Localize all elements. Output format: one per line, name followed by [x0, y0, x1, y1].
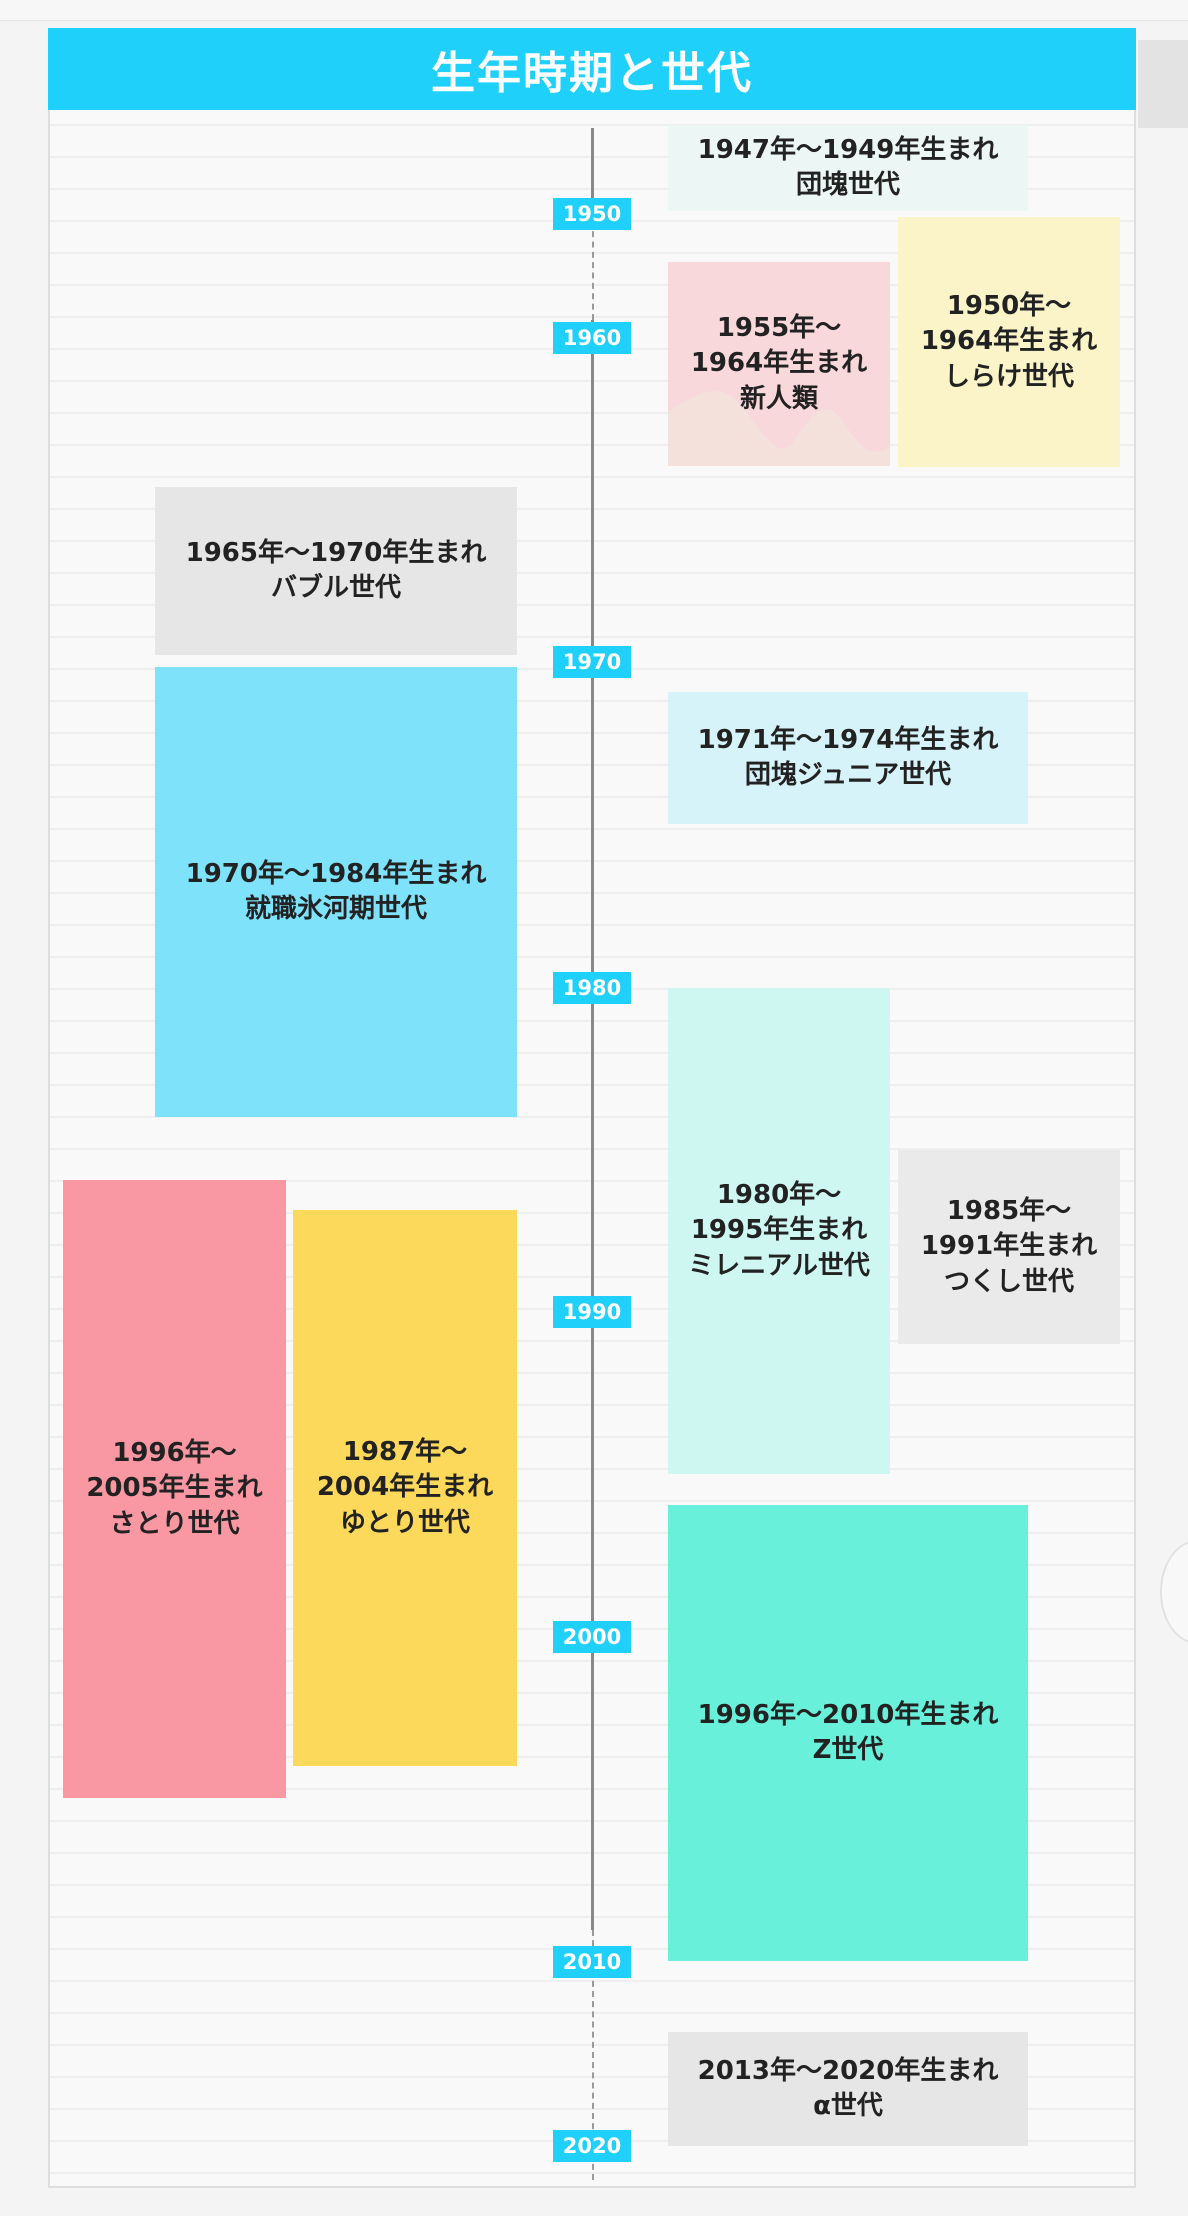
generation-box-alpha: 2013年～2020年生まれ α世代 [668, 2032, 1028, 2146]
year-marker-1990: 1990 [553, 1296, 631, 1328]
year-marker-2020: 2020 [553, 2130, 631, 2162]
generation-box-hyogaki: 1970年～1984年生まれ 就職氷河期世代 [155, 667, 517, 1117]
year-marker-1970: 1970 [553, 646, 631, 678]
generation-period-end: 2004年生まれ [316, 1472, 494, 1503]
generation-box-z: 1996年～2010年生まれ Z世代 [668, 1505, 1028, 1961]
generation-name: Z世代 [812, 1735, 884, 1765]
generation-period: 2013年～2020年生まれ [697, 2055, 999, 2086]
generation-period-end: 1995年生まれ [690, 1215, 868, 1246]
generation-period-start: 1996年～ [112, 1438, 237, 1469]
generation-period-start: 1987年～ [342, 1437, 468, 1468]
side-tab[interactable] [1138, 40, 1188, 128]
generation-box-dankai: 1947年～1949年生まれ 団塊世代 [668, 125, 1028, 211]
generation-name: しらけ世代 [943, 361, 1074, 392]
year-marker-1980: 1980 [553, 972, 631, 1004]
generation-box-yutori: 1987年～ 2004年生まれ ゆとり世代 [293, 1210, 517, 1766]
generation-name: α世代 [813, 2091, 883, 2121]
year-marker-2010: 2010 [553, 1946, 631, 1978]
year-marker-1950: 1950 [553, 198, 631, 230]
generation-name: 団塊世代 [795, 170, 900, 200]
generation-period: 1996年～2010年生まれ [697, 1699, 999, 1730]
generation-name: ゆとり世代 [339, 1507, 470, 1538]
generation-period-start: 1985年～ [946, 1196, 1072, 1227]
generation-period-start: 1955年～ [716, 313, 842, 344]
generation-name: つくし世代 [943, 1266, 1074, 1297]
scroll-button[interactable] [1160, 1540, 1188, 1644]
generation-period: 1965年～1970年生まれ [185, 537, 487, 568]
generation-name: 新人類 [739, 383, 818, 414]
generation-period-end: 2005年生まれ [86, 1473, 263, 1504]
generation-period-end: 1991年生まれ [920, 1231, 1098, 1262]
generation-box-millennial: 1980年～ 1995年生まれ ミレニアル世代 [668, 988, 890, 1474]
generation-period: 1947年～1949年生まれ [697, 134, 999, 165]
generation-period-start: 1980年～ [716, 1180, 842, 1211]
top-bar [0, 0, 1188, 21]
generation-period-end: 1964年生まれ [920, 326, 1098, 357]
timeline-axis [591, 320, 594, 1930]
generation-box-bubble: 1965年～1970年生まれ バブル世代 [155, 487, 517, 655]
page-title: 生年時期と世代 [48, 28, 1136, 110]
year-marker-2000: 2000 [553, 1621, 631, 1653]
generation-name: ミレニアル世代 [688, 1250, 870, 1281]
generation-name: バブル世代 [270, 573, 401, 603]
timeline-axis-dashed [592, 200, 594, 320]
generation-period-end: 1964年生まれ [690, 348, 868, 379]
generation-name: 団塊ジュニア世代 [744, 760, 952, 790]
timeline-axis [591, 128, 594, 200]
generation-name: 就職氷河期世代 [244, 894, 427, 924]
generation-period-start: 1950年～ [946, 291, 1072, 322]
background-illustration [668, 391, 890, 466]
year-marker-1960: 1960 [553, 322, 631, 354]
generation-period: 1971年～1974年生まれ [697, 724, 999, 755]
generation-box-shinjinrui: 1955年～ 1964年生まれ 新人類 [668, 262, 890, 466]
generation-box-dankai-junior: 1971年～1974年生まれ 団塊ジュニア世代 [668, 692, 1028, 824]
generation-period: 1970年～1984年生まれ [185, 858, 487, 889]
generation-box-satori: 1996年～ 2005年生まれ さとり世代 [63, 1180, 286, 1798]
generation-name: さとり世代 [109, 1508, 240, 1539]
generation-box-tsukushi: 1985年～ 1991年生まれ つくし世代 [898, 1150, 1120, 1344]
generation-box-shirake: 1950年～ 1964年生まれ しらけ世代 [898, 217, 1120, 467]
timeline-axis-dashed [592, 1930, 594, 2180]
